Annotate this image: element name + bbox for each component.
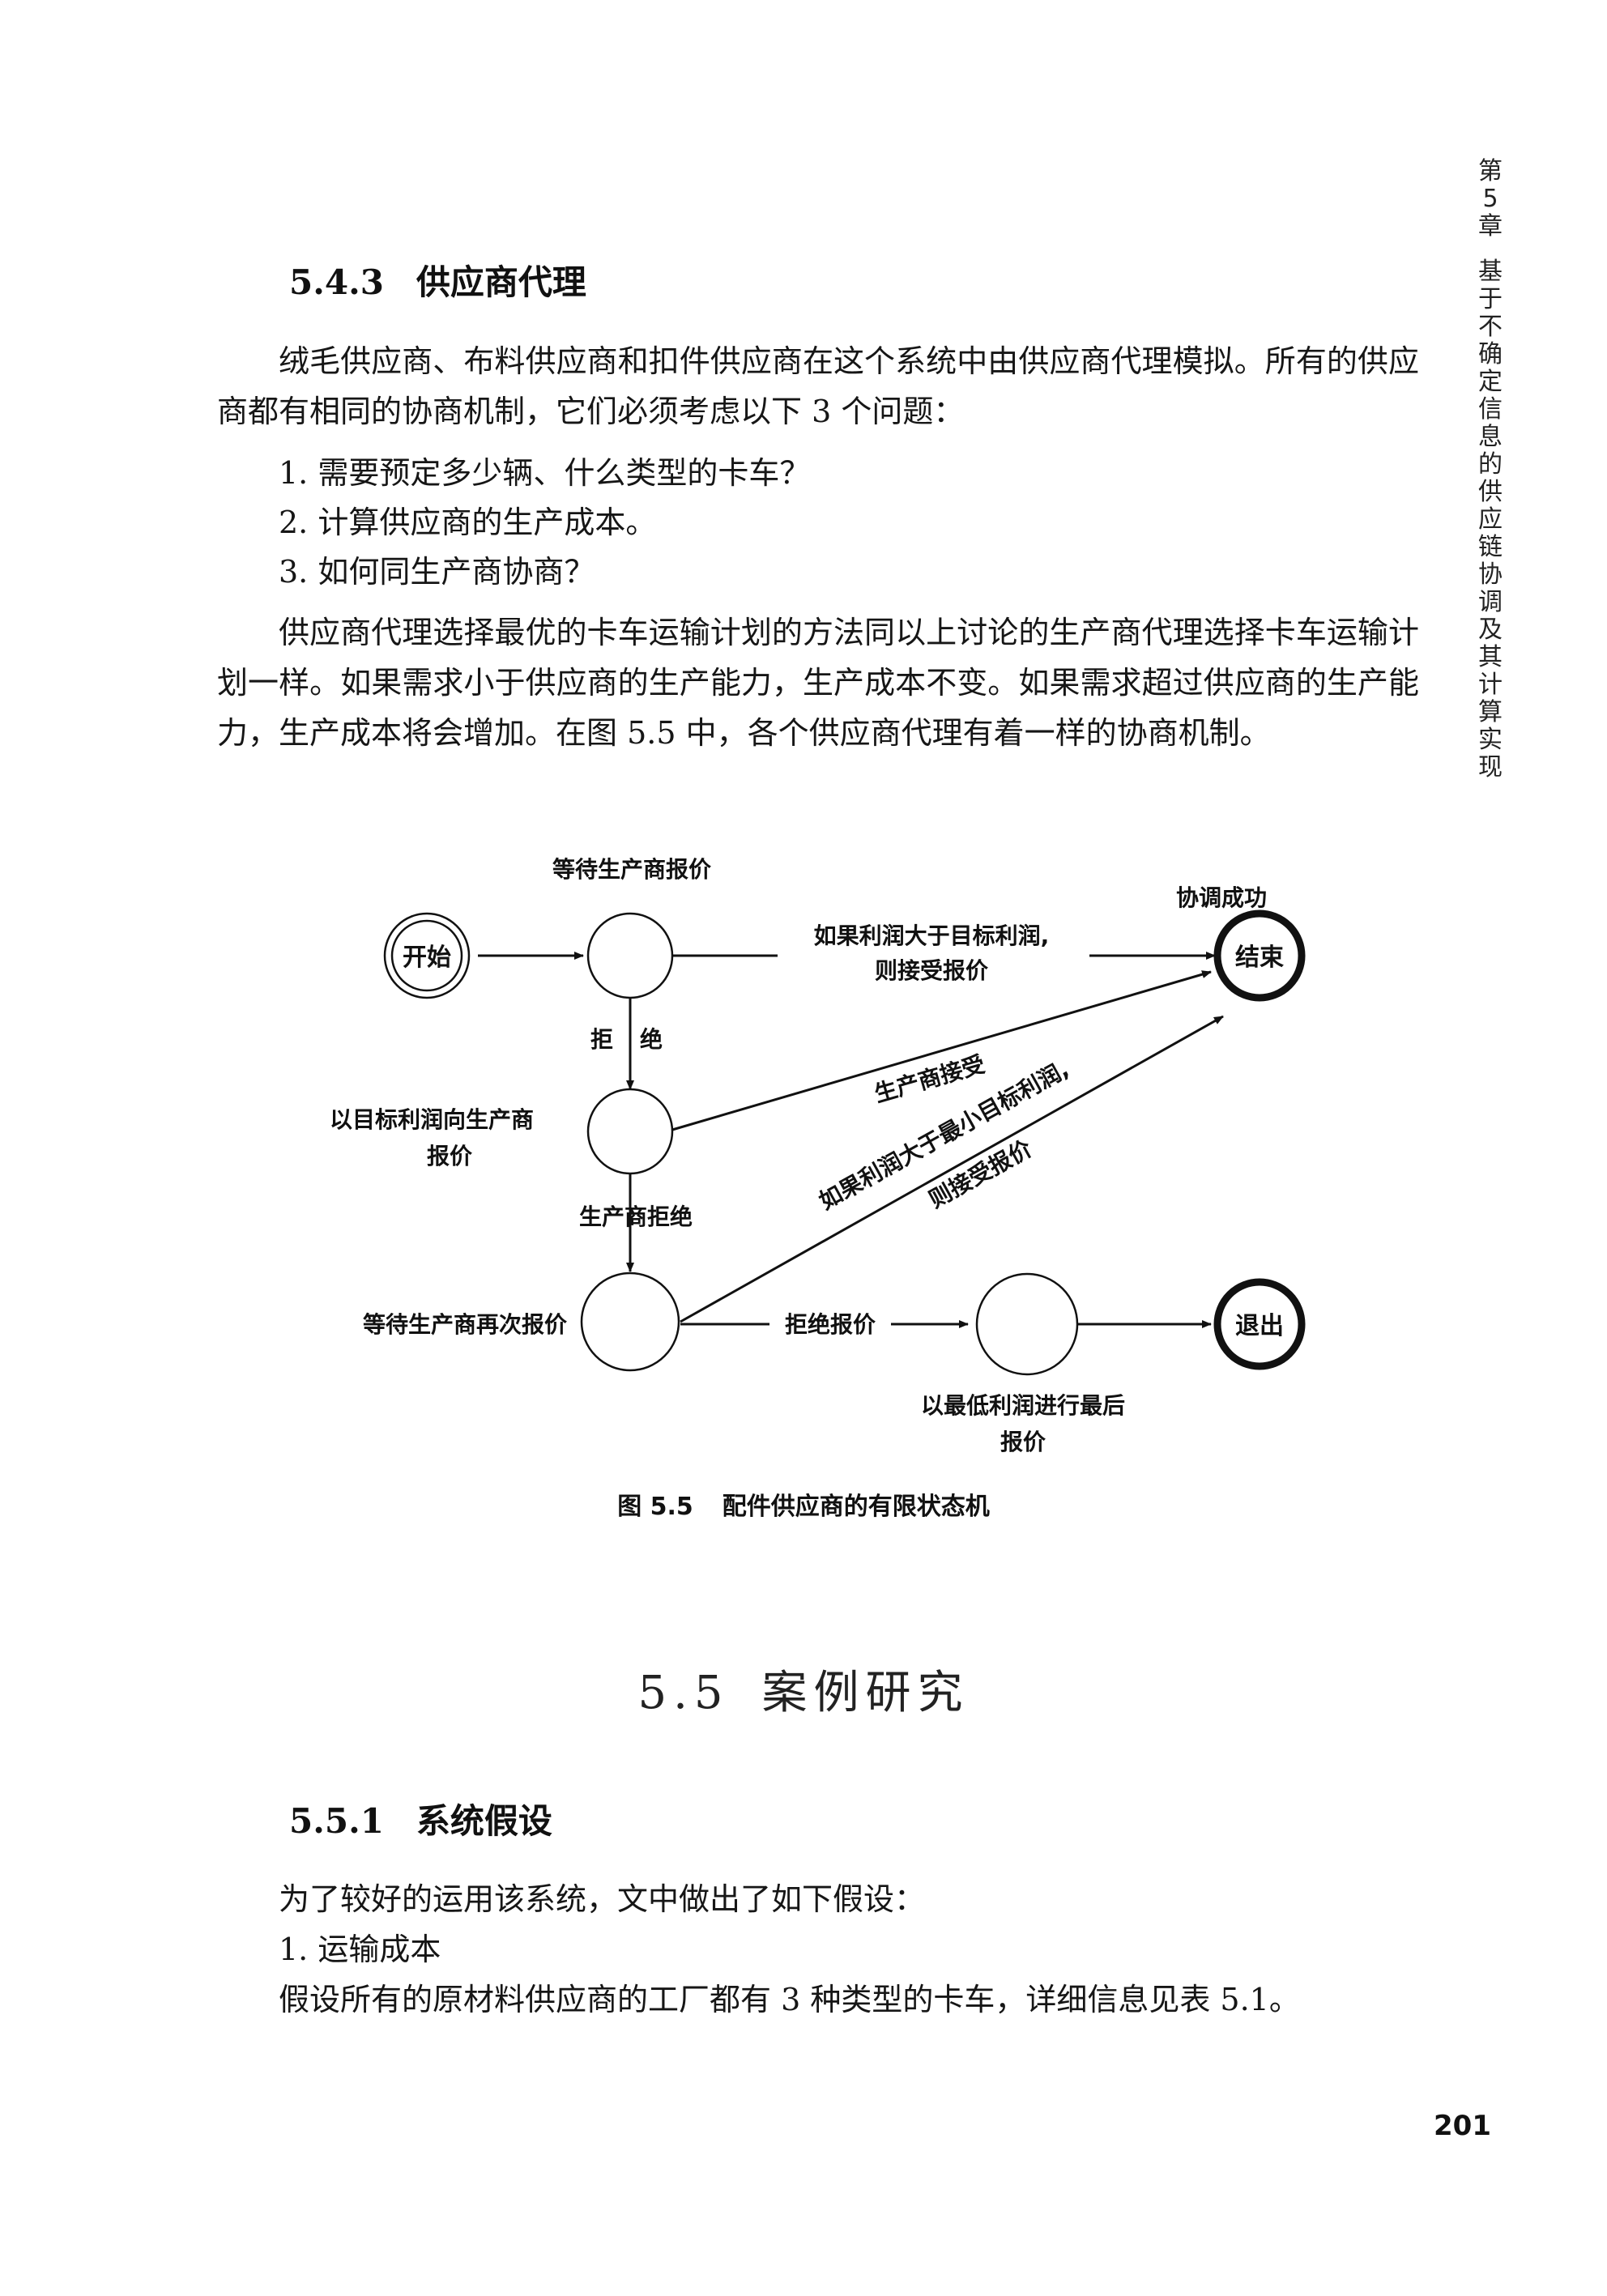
final-offer-label-2: 报价 bbox=[1000, 1429, 1046, 1455]
chapter-title-char: 链 bbox=[1478, 533, 1503, 561]
chapter-title-char: 的 bbox=[1478, 450, 1503, 479]
question-1: 1. 需要预定多少辆、什么类型的卡车？ bbox=[279, 455, 811, 491]
chapter-prefix: 第 bbox=[1478, 157, 1503, 185]
intro-paragraph: 绒毛供应商、布料供应商和扣件供应商在这个系统中由供应商代理模拟。所有的供应商都有… bbox=[217, 343, 1419, 429]
wait-again-label: 等待生产商再次报价 bbox=[363, 1311, 568, 1338]
section-number: 5.5.1 bbox=[289, 1801, 384, 1841]
chapter-title-char: 定 bbox=[1478, 368, 1503, 396]
assumption-item-1-text: 假设所有的原材料供应商的工厂都有 3 种类型的卡车，详细信息见表 5.1。 bbox=[279, 1982, 1300, 2017]
final-offer-label-1: 以最低利润进行最后 bbox=[921, 1392, 1125, 1419]
chapter-title-char: 及 bbox=[1478, 616, 1503, 644]
success-label: 协调成功 bbox=[1176, 884, 1267, 911]
chapter-title: 基于不确定信息的供应链协调及其计算实现 bbox=[1466, 258, 1515, 782]
node-end bbox=[1213, 909, 1306, 1002]
node-start-inner bbox=[390, 919, 463, 992]
section-heading-5-5-1: 5.5.1 系统假设 bbox=[289, 1794, 552, 1843]
chapter-running-header: 第 5 章 基于不确定信息的供应链协调及其计算实现 bbox=[1466, 158, 1515, 782]
exit-label: 退出 bbox=[1235, 1312, 1284, 1340]
chapter-number: 5 bbox=[1482, 185, 1498, 213]
section-number: 5.4.3 bbox=[289, 262, 384, 302]
chapter-title-char: 算 bbox=[1478, 698, 1503, 726]
transition-reject-2: 绝 bbox=[640, 1026, 663, 1053]
chapter-title-char: 基 bbox=[1478, 258, 1503, 286]
chapter-title-char: 信 bbox=[1478, 395, 1503, 424]
section-heading-5-4-3: 5.4.3 供应商代理 bbox=[289, 255, 586, 305]
caption-title: 配件供应商的有限状态机 bbox=[722, 1493, 990, 1521]
chapter-title-char: 应 bbox=[1478, 505, 1503, 534]
assumption-item-1: 1. 运输成本 bbox=[279, 1932, 441, 1967]
chapter-title-char: 调 bbox=[1478, 588, 1503, 616]
node-final-offer bbox=[975, 1272, 1079, 1376]
transition-reject-1: 拒 bbox=[590, 1026, 613, 1053]
chapter-title-char: 实 bbox=[1478, 726, 1503, 754]
section-number: 5.5 bbox=[637, 1667, 730, 1719]
offer-target-label-1: 以目标利润向生产商 bbox=[330, 1106, 534, 1133]
chapter-title-char: 其 bbox=[1478, 643, 1503, 671]
transition-accept-target-2: 则接受报价 bbox=[875, 957, 989, 984]
node-exit bbox=[1213, 1278, 1306, 1370]
start-label: 开始 bbox=[403, 944, 451, 972]
assumptions-intro: 为了较好的运用该系统，文中做出了如下假设： bbox=[279, 1881, 926, 1917]
wait-quote-label: 等待生产商报价 bbox=[552, 856, 712, 883]
end-label: 结束 bbox=[1235, 944, 1284, 972]
section-title: 案例研究 bbox=[761, 1667, 970, 1719]
offer-target-label-2: 报价 bbox=[427, 1143, 473, 1169]
section-title: 系统假设 bbox=[416, 1801, 552, 1841]
node-wait-quote bbox=[586, 912, 674, 999]
node-wait-again bbox=[580, 1272, 680, 1372]
question-2: 2. 计算供应商的生产成本。 bbox=[279, 505, 657, 540]
transition-producer-accepts: 生产商接受 bbox=[872, 1050, 988, 1107]
figure-caption: 图 5.5 配件供应商的有限状态机 bbox=[0, 1486, 1607, 1522]
chapter-title-char: 现 bbox=[1478, 753, 1503, 782]
node-offer-target bbox=[586, 1088, 674, 1175]
chapter-title-char: 不 bbox=[1478, 313, 1503, 341]
transition-accept-target-1: 如果利润大于目标利润, bbox=[814, 922, 1050, 949]
edge-offer-to-end bbox=[671, 970, 1212, 1131]
page-number: 201 bbox=[1434, 2110, 1491, 2142]
paragraph-2: 供应商代理选择最优的卡车运输计划的方法同以上讨论的生产商代理选择卡车运输计划一样… bbox=[217, 615, 1419, 751]
chapter-title-char: 供 bbox=[1478, 478, 1503, 506]
chapter-title-char: 确 bbox=[1478, 340, 1503, 368]
state-machine-figure: 开始 结束 退出 等待生产商报价 协调成功 以目标利润向生产商 报价 等待生产商… bbox=[330, 856, 1306, 1455]
chapter-title-char: 计 bbox=[1478, 671, 1503, 699]
chapter-suffix: 章 bbox=[1478, 212, 1503, 241]
question-3: 3. 如何同生产商协商？ bbox=[279, 554, 595, 590]
caption-number: 图 5.5 bbox=[617, 1493, 693, 1521]
transition-producer-rejects: 生产商拒绝 bbox=[579, 1203, 693, 1230]
section-heading-5-5: 5.5 案例研究 bbox=[0, 1656, 1607, 1722]
edge-wait-again-to-end bbox=[680, 1015, 1224, 1323]
chapter-title-char: 于 bbox=[1478, 285, 1503, 313]
chapter-title-char: 协 bbox=[1478, 560, 1503, 589]
section-title: 供应商代理 bbox=[416, 262, 586, 302]
chapter-title-char: 息 bbox=[1478, 423, 1503, 451]
transition-reject-offer: 拒绝报价 bbox=[785, 1311, 876, 1338]
